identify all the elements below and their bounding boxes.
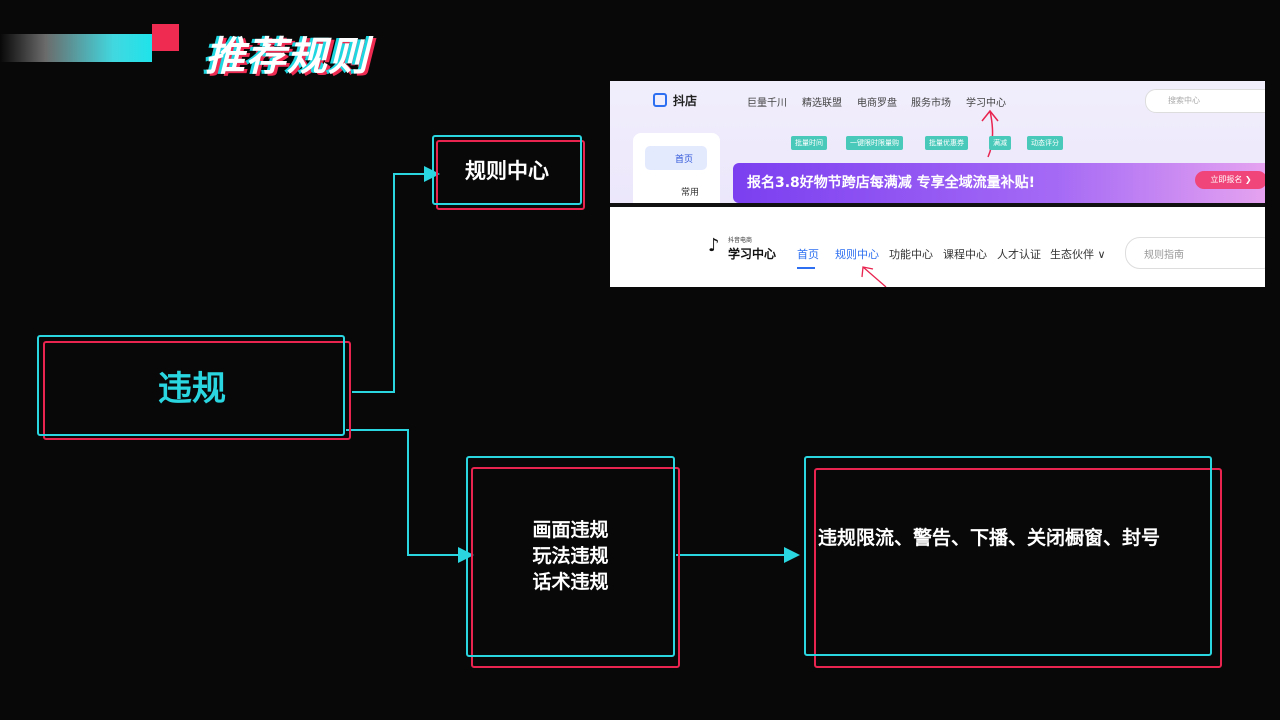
sidebar-item-home[interactable]: 首页 xyxy=(645,146,707,170)
nav-item[interactable]: 电商罗盘 xyxy=(857,98,897,109)
rule-center-node: 规则中心 xyxy=(432,135,587,210)
screenshot-divider xyxy=(610,203,1265,207)
violation-types-list: 画面违规 玩法违规 话术违规 xyxy=(466,456,675,656)
doudian-sidebar: 首页 常用 xyxy=(633,133,720,203)
page-title: 推荐规则 xyxy=(205,34,369,80)
sidebar-item-common[interactable]: 常用 xyxy=(681,188,700,198)
penalties-label: 违规限流、警告、下播、关闭橱窗、封号 xyxy=(818,526,1161,549)
promo-signup-button[interactable]: 立即报名 ❯ xyxy=(1195,171,1265,189)
violation-type-item: 玩法违规 xyxy=(532,545,609,567)
nav-item-learning-center[interactable]: 学习中心 xyxy=(966,98,1006,109)
line-root-to-rule-center xyxy=(352,166,440,393)
promo-tag: 动态评分 xyxy=(1027,136,1063,150)
penalties-node: 违规限流、警告、下播、关闭橱窗、封号 xyxy=(804,456,1224,670)
nav-item-home[interactable]: 首页 xyxy=(797,248,819,261)
nav-item[interactable]: 功能中心 xyxy=(889,248,933,261)
header-red-block xyxy=(152,24,179,51)
rule-search-input[interactable]: 规则指南 xyxy=(1125,237,1265,269)
root-node: 违规 xyxy=(37,335,353,443)
nav-item[interactable]: 服务市场 xyxy=(911,98,951,109)
nav-item-rule-center[interactable]: 规则中心 xyxy=(835,248,879,261)
brand-subtitle: 抖音电商 xyxy=(728,237,753,244)
line-root-to-violation-types xyxy=(346,429,474,563)
violation-type-item: 话术违规 xyxy=(532,571,609,593)
doudian-logo-text: 抖店 xyxy=(673,94,698,108)
promo-banner-text: 报名3.8好物节跨店每满减 专享全域流量补贴! xyxy=(747,175,1036,191)
red-pointer-arrow-icon xyxy=(861,266,887,287)
promo-tag: 批量优惠券 xyxy=(925,136,968,150)
doudian-logo-icon xyxy=(653,93,667,107)
violation-type-item: 画面违规 xyxy=(532,519,609,541)
promo-tag: 批量时间 xyxy=(791,136,827,150)
promo-banner[interactable]: 报名3.8好物节跨店每满减 专享全域流量补贴! 立即报名 ❯ xyxy=(733,163,1265,203)
nav-item[interactable]: 课程中心 xyxy=(943,248,987,261)
brand-title: 学习中心 xyxy=(728,247,777,261)
learning-center-screenshot: ♪ 抖音电商 学习中心 首页 规则中心 功能中心 课程中心 人才认证 生态伙伴 … xyxy=(610,207,1265,287)
promo-tag: 一键限时限量购 xyxy=(846,136,903,150)
root-node-label: 违规 xyxy=(158,368,226,409)
promo-tag: 满减 xyxy=(989,136,1011,150)
violation-types-node: 画面违规 玩法违规 话术违规 xyxy=(466,456,681,670)
doudian-search-input[interactable]: 搜索中心 xyxy=(1145,89,1265,113)
doudian-screenshot: 抖店 巨量千川 精选联盟 电商罗盘 服务市场 学习中心 搜索中心 首页 常用 批… xyxy=(610,81,1265,203)
nav-item[interactable]: 巨量千川 xyxy=(747,98,787,109)
nav-item[interactable]: 精选联盟 xyxy=(802,98,842,109)
active-tab-indicator xyxy=(797,267,815,269)
nav-item[interactable]: 生态伙伴 ∨ xyxy=(1050,248,1106,261)
rule-center-label: 规则中心 xyxy=(465,159,549,183)
header-stripe xyxy=(0,34,152,62)
tiktok-note-icon: ♪ xyxy=(708,235,720,256)
nav-item[interactable]: 人才认证 xyxy=(997,248,1041,261)
red-pointer-arrow-icon xyxy=(981,109,999,158)
